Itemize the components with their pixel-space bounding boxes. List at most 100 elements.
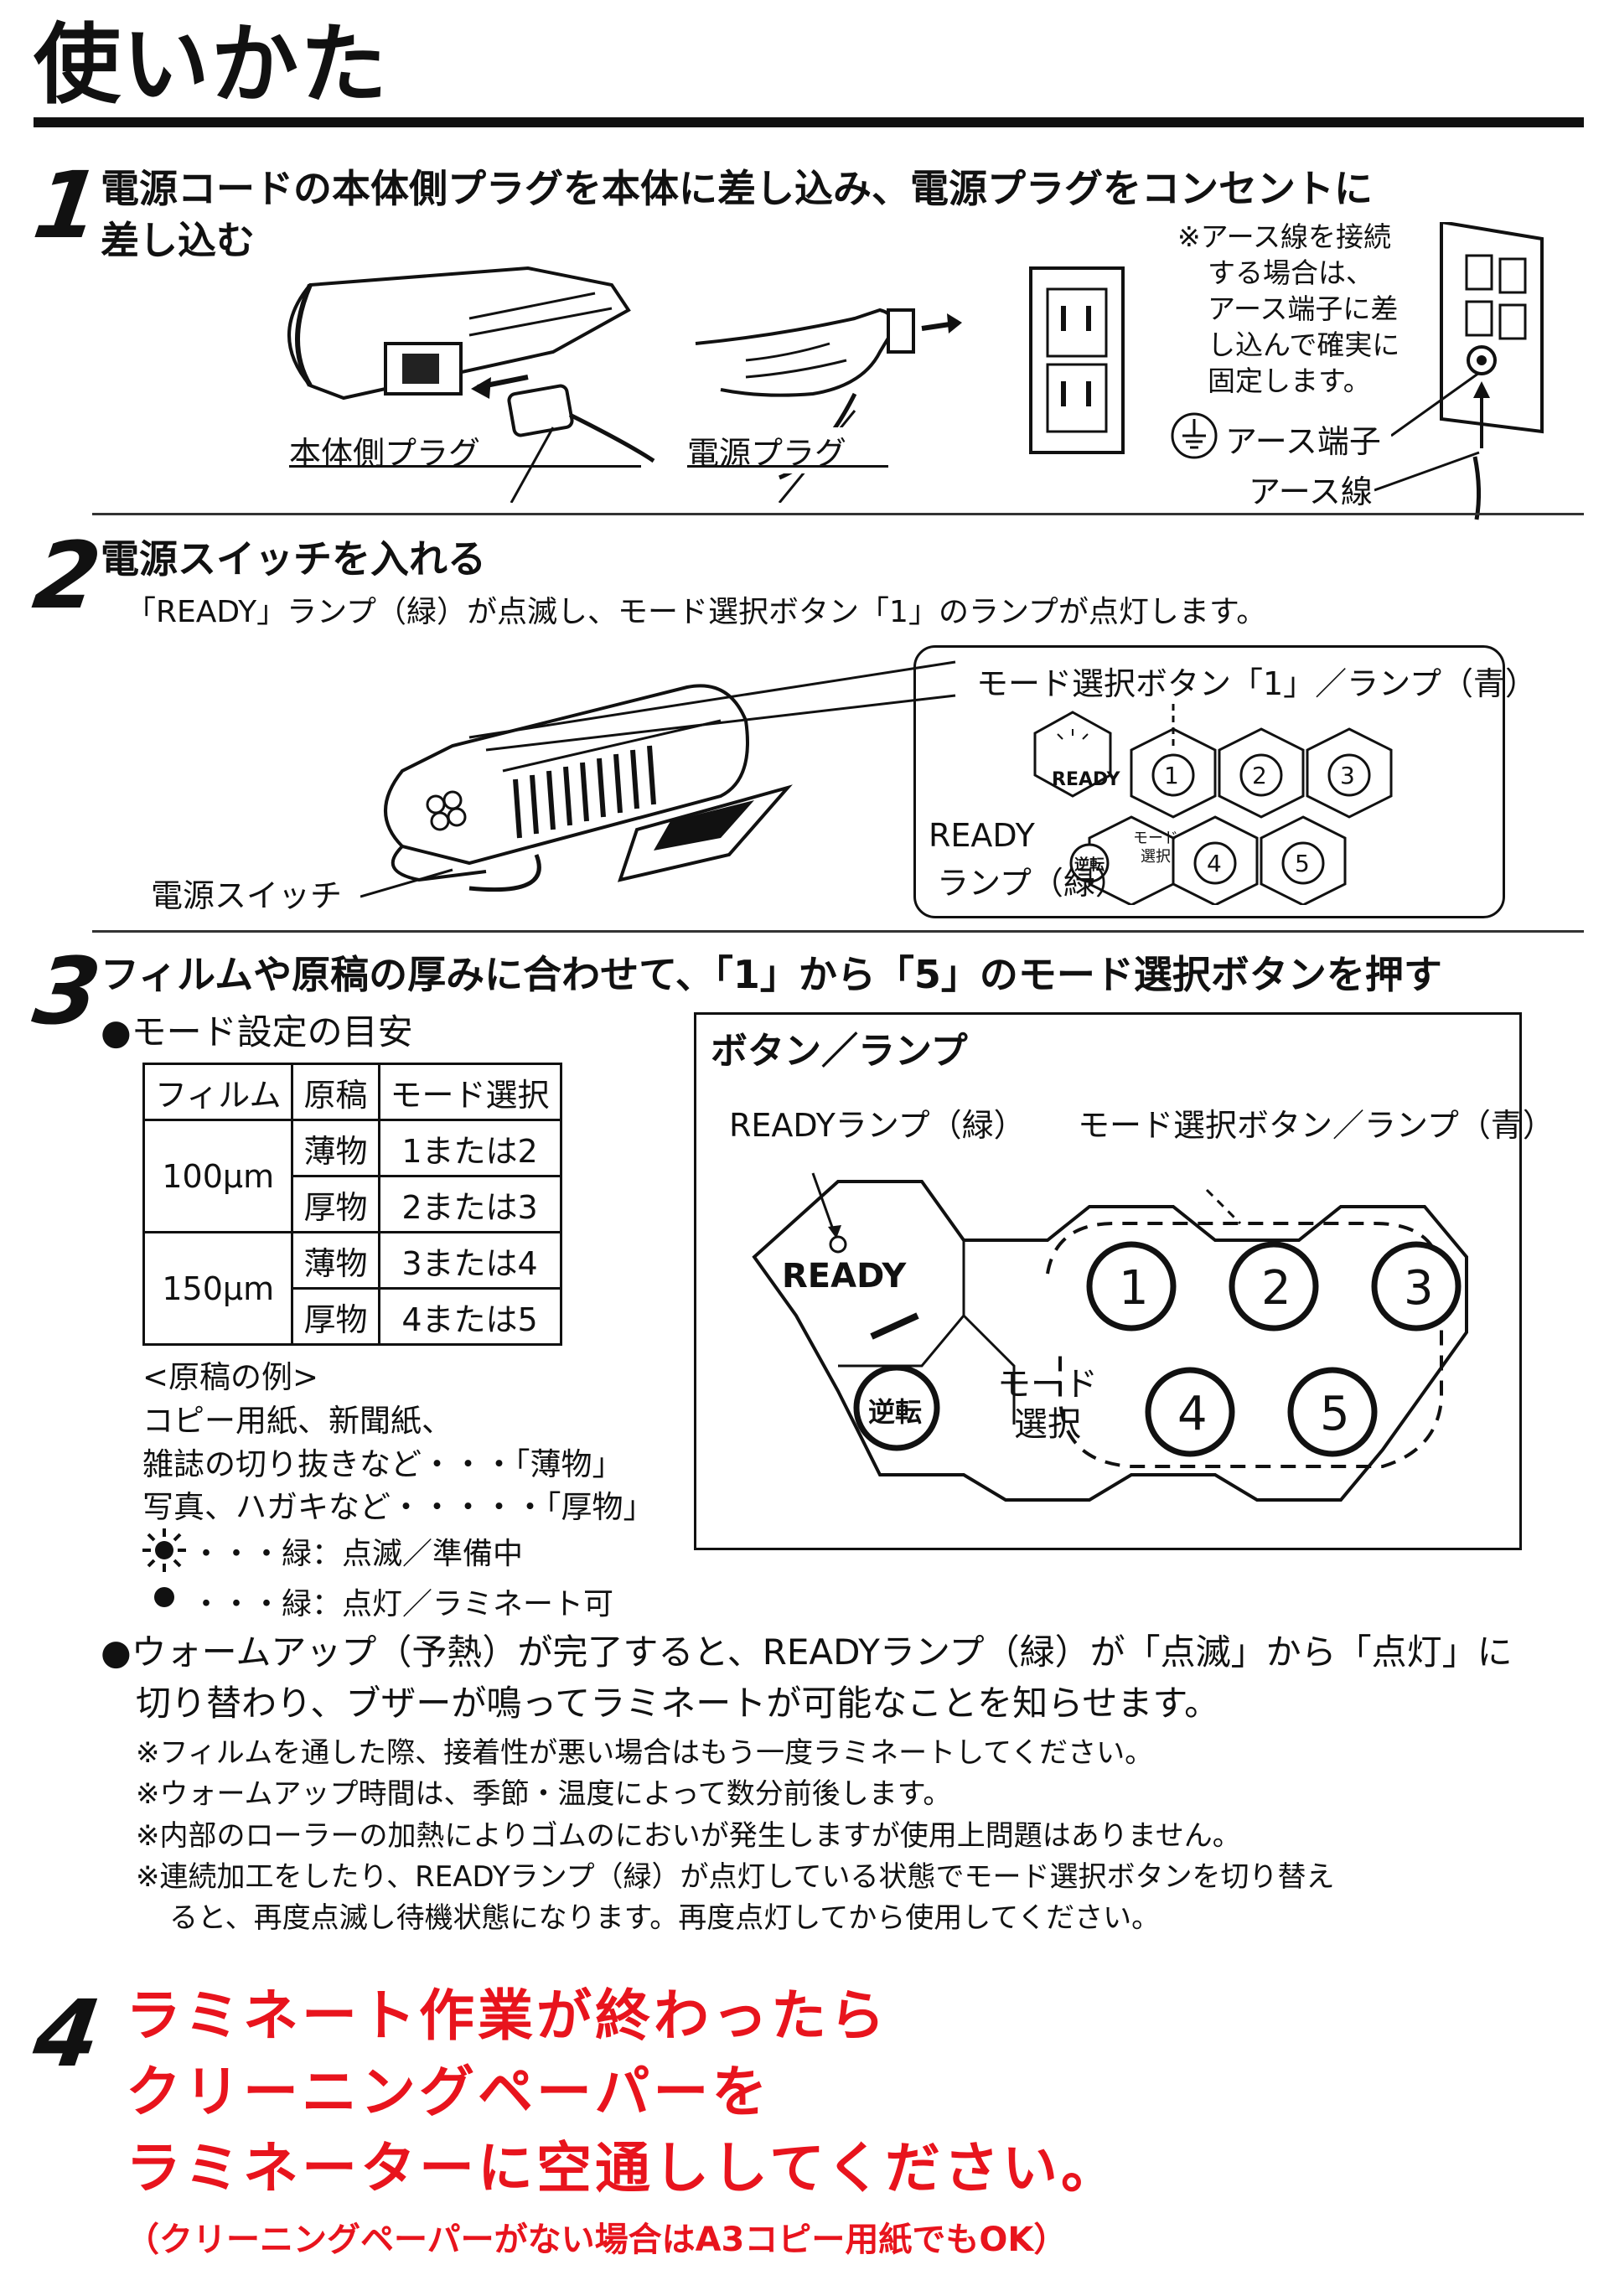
page-title: 使いかた <box>34 13 390 116</box>
panel-ready-large: READY <box>782 1257 907 1295</box>
mode-select-label-2: 選択 <box>1014 1405 1081 1444</box>
table-cell-mode: 3または4 <box>377 1231 562 1290</box>
example-line: 雑誌の切り抜きなど・・・「薄物」 <box>142 1445 623 1482</box>
mode-select-label: モード 選択 <box>997 1364 1098 1445</box>
panel-ready-small: READY <box>1052 769 1120 790</box>
table-cell-mode: 4または5 <box>377 1287 562 1346</box>
title-rule <box>34 117 1584 127</box>
note-line: ※ウォームアップ時間は、季節・温度によって数分前後します。 <box>136 1777 952 1812</box>
mode-select-label-1: モード <box>997 1365 1098 1404</box>
mode-table: フィルム 原稿 モード選択 100μm 薄物 1または2 厚物 2または3 15… <box>142 1063 562 1346</box>
table-header-row: フィルム 原稿 モード選択 <box>142 1063 562 1121</box>
step-3-heading: フィルムや原稿の厚みに合わせて、「1」から「5」のモード選択ボタンを押す <box>101 952 1442 997</box>
step-1-heading-line1: 電源コードの本体側プラグを本体に差し込み、電源プラグをコンセントに <box>101 166 1373 211</box>
table-cell-original: 厚物 <box>291 1175 380 1233</box>
button-1-label[interactable]: 1 <box>1119 1261 1149 1316</box>
divider-2-3 <box>92 930 1584 933</box>
note-line: ※フィルムを通した際、接着性が悪い場合はもう一度ラミネートしてください。 <box>136 1736 1154 1770</box>
label-earth-terminal: アース端子 <box>1225 416 1381 462</box>
button-2-label[interactable]: 2 <box>1261 1261 1291 1316</box>
table-cell-original: 薄物 <box>291 1231 380 1290</box>
step-4-line: ラミネート作業が終わったら <box>126 1983 888 2048</box>
table-cell-original: 厚物 <box>291 1287 380 1346</box>
mode-guide-subhead: ●モード設定の目安 <box>101 1011 413 1052</box>
earth-outlet-illustration <box>1440 222 1544 520</box>
panel-mode-small-2: 選択 <box>1141 847 1171 866</box>
panel-reverse-small: 逆転 <box>1074 856 1105 874</box>
step-4-message: ラミネート作業が終わったら クリーニングペーパーを ラミネーターに空通ししてくだ… <box>126 1978 1120 2206</box>
step-4-line: ラミネーターに空通ししてください。 <box>126 2136 1120 2201</box>
label-ready-lamp-green: READYランプ（緑） <box>729 1107 1026 1144</box>
warmup-line: ●ウォームアップ（予熱）が完了すると、READYランプ（緑）が「点滅」から「点灯… <box>101 1632 1513 1673</box>
step2-button-2-label: 2 <box>1252 762 1267 789</box>
note-line: ※連続加工をしたり、READYランプ（緑）が点灯している状態でモード選択ボタンを… <box>136 1859 1335 1894</box>
blink-lamp-icon <box>142 1528 186 1572</box>
step-4-number: 4 <box>28 1980 107 2087</box>
label-power-switch: 電源スイッチ <box>151 870 343 916</box>
table-cell-film: 100μm <box>142 1119 294 1233</box>
step2-button-3-label: 3 <box>1340 762 1355 789</box>
earth-note-line: し込んで確実に <box>1208 328 1400 361</box>
earth-note-line: する場合は、 <box>1208 256 1374 289</box>
step2-button-1-label: 1 <box>1164 762 1179 789</box>
reverse-button-label[interactable]: 逆転 <box>868 1396 923 1428</box>
power-switch-leader <box>360 868 453 898</box>
step-4-note: （クリーニングペーパーがない場合はA3コピー用紙でもOK） <box>126 2221 1068 2259</box>
step-1-heading-line2: 差し込む <box>101 218 255 263</box>
earth-wire-leader <box>1374 451 1480 492</box>
button-4-label[interactable]: 4 <box>1177 1387 1208 1441</box>
table-row: 厚物 2または3 <box>144 1175 562 1233</box>
step2-button-4-label: 4 <box>1207 850 1222 877</box>
buttons-lamps-box <box>694 1012 1522 1550</box>
label-mode-button-blue: モード選択ボタン／ランプ（青） <box>1078 1107 1555 1144</box>
button-5-label[interactable]: 5 <box>1320 1387 1350 1441</box>
step-1-illustration <box>287 266 1125 503</box>
notes: ※フィルムを通した際、接着性が悪い場合はもう一度ラミネートしてください。 ※ウォ… <box>136 1733 1335 1939</box>
panel-mode-small-1: モード <box>1133 830 1178 847</box>
step-4-line: クリーニングペーパーを <box>126 2060 771 2125</box>
note-line: ※内部のローラーの加熱によりゴムのにおいが発生しますが使用上問題はありません。 <box>136 1818 1241 1853</box>
earth-terminal-leader <box>1391 371 1480 437</box>
table-row: 150μm 薄物 3または4 <box>142 1231 562 1346</box>
lit-lamp-icon <box>154 1587 174 1607</box>
earth-symbol-icon <box>1171 412 1218 459</box>
earth-note-line: 固定します。 <box>1208 364 1371 397</box>
table-row: 100μm 薄物 1または2 <box>142 1119 562 1233</box>
label-mode-button-1: モード選択ボタン「1」／ランプ（青） <box>976 665 1538 702</box>
label-earth-wire: アース線 <box>1249 466 1373 512</box>
table-cell-original: 薄物 <box>291 1119 380 1177</box>
step-2-number: 2 <box>28 522 107 629</box>
step-2-laminator-illustration <box>384 660 956 892</box>
earth-note-line: アース端子に差 <box>1208 292 1399 325</box>
label-ready-lamp-2: ランプ（緑） <box>937 865 1127 902</box>
examples-title: <原稿の例> <box>142 1359 319 1395</box>
table-cell-mode: 2または3 <box>377 1175 562 1233</box>
step-1-number: 1 <box>28 152 107 259</box>
warmup-line: 切り替わり、ブザーが鳴ってラミネートが可能なことを知らせます。 <box>136 1682 1220 1724</box>
control-panel-diagram <box>752 1172 1468 1502</box>
example-line: 写真、ハガキなど・・・・・「厚物」 <box>142 1489 654 1526</box>
step-2-panel-callout <box>913 645 1505 918</box>
warmup-text: ●ウォームアップ（予熱）が完了すると、READYランプ（緑）が「点滅」から「点灯… <box>101 1627 1513 1730</box>
table-cell-film: 150μm <box>142 1231 294 1346</box>
step-2-control-panel <box>1033 704 1393 905</box>
step-2-description: 「READY」ランプ（緑）が点滅し、モード選択ボタン「1」のランプが点灯します。 <box>126 595 1267 629</box>
step2-button-5-label: 5 <box>1295 850 1310 877</box>
table-header-mode: モード選択 <box>377 1063 562 1121</box>
divider-1-2 <box>92 513 1584 515</box>
label-ready-lamp-1: READY <box>929 817 1035 854</box>
table-cell-mode: 1または2 <box>377 1119 562 1177</box>
step-3-number: 3 <box>28 938 107 1045</box>
buttons-lamps-title: ボタン／ランプ <box>711 1030 968 1073</box>
example-line: コピー用紙、新聞紙、 <box>142 1402 453 1439</box>
original-examples: <原稿の例> コピー用紙、新聞紙、 雑誌の切り抜きなど・・・「薄物」 写真、ハガ… <box>142 1356 654 1529</box>
table-header-original: 原稿 <box>291 1063 380 1121</box>
legend-on: ・・・緑：点灯／ラミネート可 <box>191 1587 614 1621</box>
legend-blink: ・・・緑：点滅／準備中 <box>191 1537 524 1571</box>
note-line: ると、再度点滅し待機状態になります。再度点灯してから使用してください。 <box>169 1901 1161 1936</box>
label-power-plug-underline <box>687 465 888 468</box>
table-row: 厚物 4または5 <box>144 1287 562 1346</box>
earth-note: ※アース線を接続 する場合は、 アース端子に差 し込んで確実に 固定します。 <box>1177 220 1429 399</box>
panel-mode-small: モード 選択 <box>1133 830 1178 866</box>
button-3-label[interactable]: 3 <box>1404 1261 1434 1316</box>
